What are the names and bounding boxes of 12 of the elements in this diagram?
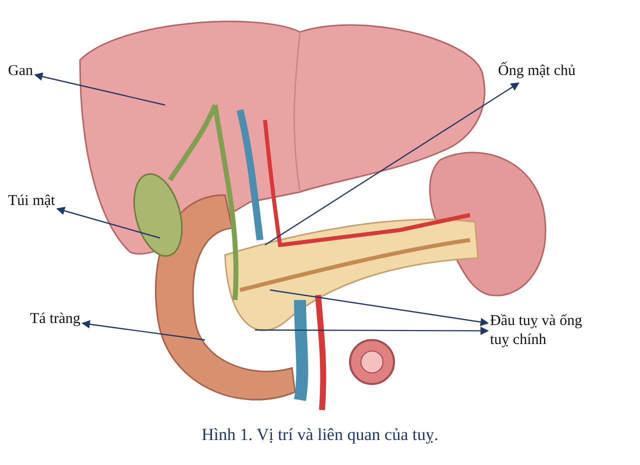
organ-label: Tá tràng — [30, 310, 80, 329]
leader-line — [270, 289, 489, 326]
leader-line — [56, 206, 160, 239]
leader-line — [82, 320, 206, 341]
leader-line — [34, 72, 166, 106]
organ-label: Ống mật chủ — [498, 62, 576, 81]
figure-caption: Hình 1. Vị trí và liên quan của tuỵ. — [200, 425, 440, 445]
organ-label: Túi mật — [8, 192, 56, 211]
organ-label: Đầu tuỵ và ống tuỵ chính — [490, 312, 590, 350]
organ-label: Gan — [8, 62, 33, 81]
leader-line — [264, 82, 520, 246]
leader-line — [255, 326, 489, 335]
